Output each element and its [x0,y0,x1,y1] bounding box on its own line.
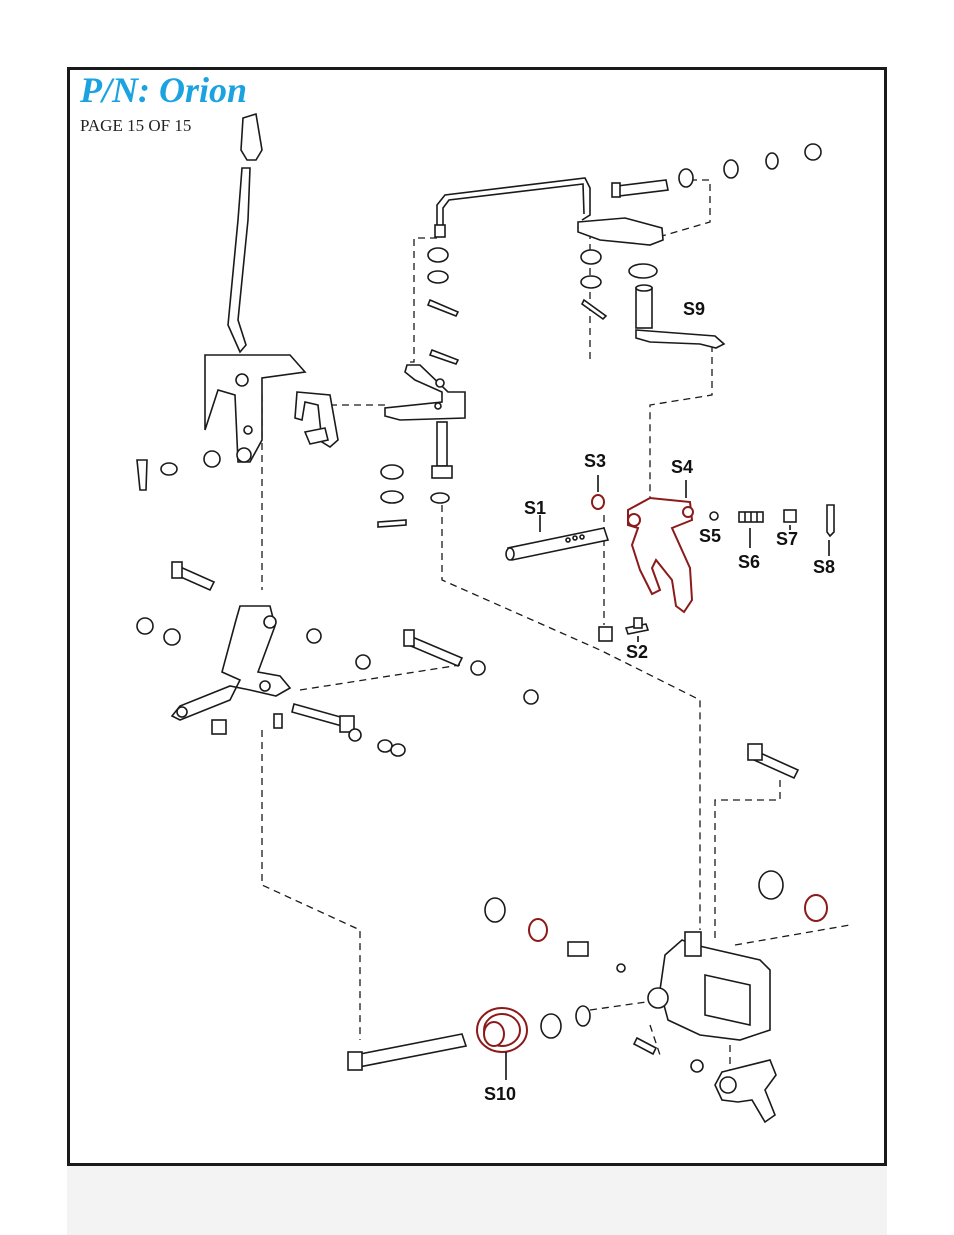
callout-s10: S10 [484,1084,516,1104]
part-s7-plug [784,510,796,522]
part-s9-selector-lever [636,285,724,348]
callout-s4: S4 [671,457,693,477]
callout-s6: S6 [738,552,760,572]
washers-middle-left [378,465,406,527]
housing-plugs [759,871,827,921]
lower-lever-assembly [172,606,290,720]
adjusting-rod [212,704,405,756]
lower-middle-bolt [404,630,538,704]
callout-s2: S2 [626,642,648,662]
callout-s1: S1 [524,498,546,518]
lower-shift-shaft [348,1034,466,1070]
part-s8-pin [827,505,834,536]
part-s4-shift-fork [628,498,693,612]
cotter-pin-washer-left [137,451,220,490]
lever-bracket [205,355,305,462]
part-s2-nut-screw [599,618,648,641]
u-link [295,392,338,447]
washers-center [428,248,657,364]
callout-s8: S8 [813,557,835,577]
part-s6-spring [739,512,763,522]
shift-lever [228,114,262,352]
callout-s9: S9 [683,299,705,319]
assembly-dashed-lines [262,180,850,1070]
part-s3-ring [592,495,604,509]
crossover-rod [435,178,590,237]
callout-s7: S7 [776,529,798,549]
part-s10-collar [477,1008,527,1052]
top-bolt-washers [612,144,821,197]
selector-housing [648,932,770,1040]
upper-lever-plate [578,218,663,245]
part-s1-shaft [506,528,608,560]
callout-s5: S5 [699,526,721,546]
callout-s3: S3 [584,451,606,471]
middle-bell-crank [385,365,465,503]
housing-bolt [748,744,798,778]
bottom-shift-fork [715,1060,776,1122]
part-s5-ball [710,512,718,520]
